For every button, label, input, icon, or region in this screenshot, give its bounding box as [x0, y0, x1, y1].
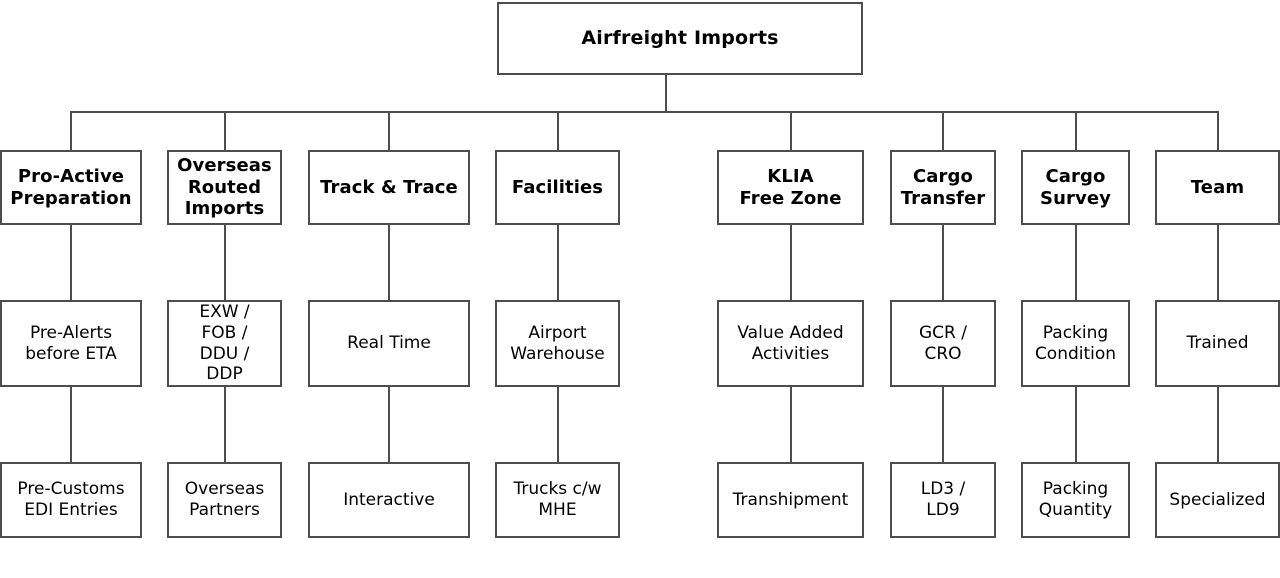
- child-node-track-and-trace-2[interactable]: Interactive: [308, 462, 470, 538]
- child-node-team-1[interactable]: Trained: [1155, 300, 1280, 387]
- branch-header-pro-active-preparation[interactable]: Pro-Active Preparation: [0, 150, 142, 225]
- child-connector-facilities-1: [557, 225, 559, 300]
- branch-header-team-label: Team: [1190, 176, 1245, 198]
- branch-header-cargo-transfer[interactable]: Cargo Transfer: [890, 150, 996, 225]
- child-node-cargo-survey-1-label: Packing Condition: [1034, 322, 1117, 364]
- child-node-team-2-label: Specialized: [1169, 489, 1266, 510]
- child-node-cargo-survey-1[interactable]: Packing Condition: [1021, 300, 1130, 387]
- branch-header-overseas-routed-imports-label: Overseas Routed Imports: [177, 154, 272, 220]
- child-connector-track-and-trace-2: [388, 387, 390, 462]
- child-connector-cargo-survey-2: [1075, 387, 1077, 462]
- branch-drop-connector-team: [1217, 111, 1219, 150]
- child-node-track-and-trace-2-label: Interactive: [343, 489, 435, 510]
- branch-header-klia-free-zone[interactable]: KLIA Free Zone: [717, 150, 864, 225]
- child-connector-overseas-routed-imports-2: [224, 387, 226, 462]
- branch-drop-connector-cargo-transfer: [942, 111, 944, 150]
- branch-drop-connector-facilities: [557, 111, 559, 150]
- child-node-klia-free-zone-1-label: Value Added Activities: [737, 322, 844, 364]
- branch-header-klia-free-zone-label: KLIA Free Zone: [739, 165, 842, 209]
- child-node-pro-active-preparation-1[interactable]: Pre-Alerts before ETA: [0, 300, 142, 387]
- child-node-team-1-label: Trained: [1186, 333, 1249, 354]
- child-connector-facilities-2: [557, 387, 559, 462]
- child-connector-track-and-trace-1: [388, 225, 390, 300]
- child-connector-cargo-transfer-2: [942, 387, 944, 462]
- child-node-cargo-transfer-2[interactable]: LD3 / LD9: [890, 462, 996, 538]
- branch-header-track-and-trace-label: Track & Trace: [320, 176, 458, 198]
- root-stem-connector: [665, 75, 667, 112]
- child-node-cargo-transfer-2-label: LD3 / LD9: [920, 479, 966, 520]
- branch-header-cargo-survey[interactable]: Cargo Survey: [1021, 150, 1130, 225]
- child-connector-overseas-routed-imports-1: [224, 225, 226, 300]
- child-connector-team-2: [1217, 387, 1219, 462]
- branch-drop-connector-klia-free-zone: [790, 111, 792, 150]
- child-connector-pro-active-preparation-1: [70, 225, 72, 300]
- child-connector-team-1: [1217, 225, 1219, 300]
- branch-drop-connector-overseas-routed-imports: [224, 111, 226, 150]
- child-node-facilities-1-label: Airport Warehouse: [510, 322, 605, 364]
- child-node-cargo-transfer-1-label: GCR / CRO: [919, 322, 967, 364]
- child-connector-klia-free-zone-1: [790, 225, 792, 300]
- child-node-cargo-survey-2-label: Packing Quantity: [1038, 479, 1113, 520]
- child-node-overseas-routed-imports-2[interactable]: Overseas Partners: [167, 462, 282, 538]
- branch-header-pro-active-preparation-label: Pro-Active Preparation: [10, 165, 132, 209]
- child-node-overseas-routed-imports-1[interactable]: EXW / FOB / DDU / DDP: [167, 300, 282, 387]
- child-node-cargo-survey-2[interactable]: Packing Quantity: [1021, 462, 1130, 538]
- child-connector-klia-free-zone-2: [790, 387, 792, 462]
- branch-drop-connector-cargo-survey: [1075, 111, 1077, 150]
- branch-header-facilities[interactable]: Facilities: [495, 150, 620, 225]
- branch-header-track-and-trace[interactable]: Track & Trace: [308, 150, 470, 225]
- branch-drop-connector-pro-active-preparation: [70, 111, 72, 150]
- child-node-overseas-routed-imports-1-label: EXW / FOB / DDU / DDP: [199, 302, 250, 385]
- root-node-airfreight-imports-label: Airfreight Imports: [581, 26, 779, 49]
- child-node-cargo-transfer-1[interactable]: GCR / CRO: [890, 300, 996, 387]
- branch-header-cargo-survey-label: Cargo Survey: [1040, 165, 1111, 209]
- child-node-facilities-2-label: Trucks c/w MHE: [513, 479, 602, 520]
- child-node-klia-free-zone-2-label: Transhipment: [732, 489, 849, 510]
- child-node-pro-active-preparation-2-label: Pre-Customs EDI Entries: [17, 479, 125, 520]
- child-node-pro-active-preparation-1-label: Pre-Alerts before ETA: [25, 322, 117, 364]
- child-connector-cargo-transfer-1: [942, 225, 944, 300]
- child-connector-pro-active-preparation-2: [70, 387, 72, 462]
- child-node-facilities-2[interactable]: Trucks c/w MHE: [495, 462, 620, 538]
- root-node-airfreight-imports[interactable]: Airfreight Imports: [497, 2, 863, 75]
- branch-header-team[interactable]: Team: [1155, 150, 1280, 225]
- child-node-klia-free-zone-2[interactable]: Transhipment: [717, 462, 864, 538]
- branch-header-facilities-label: Facilities: [511, 176, 604, 198]
- child-node-track-and-trace-1[interactable]: Real Time: [308, 300, 470, 387]
- child-node-pro-active-preparation-2[interactable]: Pre-Customs EDI Entries: [0, 462, 142, 538]
- branch-header-overseas-routed-imports[interactable]: Overseas Routed Imports: [167, 150, 282, 225]
- child-node-track-and-trace-1-label: Real Time: [347, 333, 431, 354]
- branch-header-cargo-transfer-label: Cargo Transfer: [900, 165, 986, 209]
- child-node-team-2[interactable]: Specialized: [1155, 462, 1280, 538]
- child-node-klia-free-zone-1[interactable]: Value Added Activities: [717, 300, 864, 387]
- child-node-facilities-1[interactable]: Airport Warehouse: [495, 300, 620, 387]
- child-node-overseas-routed-imports-2-label: Overseas Partners: [184, 479, 265, 520]
- child-connector-cargo-survey-1: [1075, 225, 1077, 300]
- horizontal-bus-connector: [70, 111, 1217, 113]
- branch-drop-connector-track-and-trace: [388, 111, 390, 150]
